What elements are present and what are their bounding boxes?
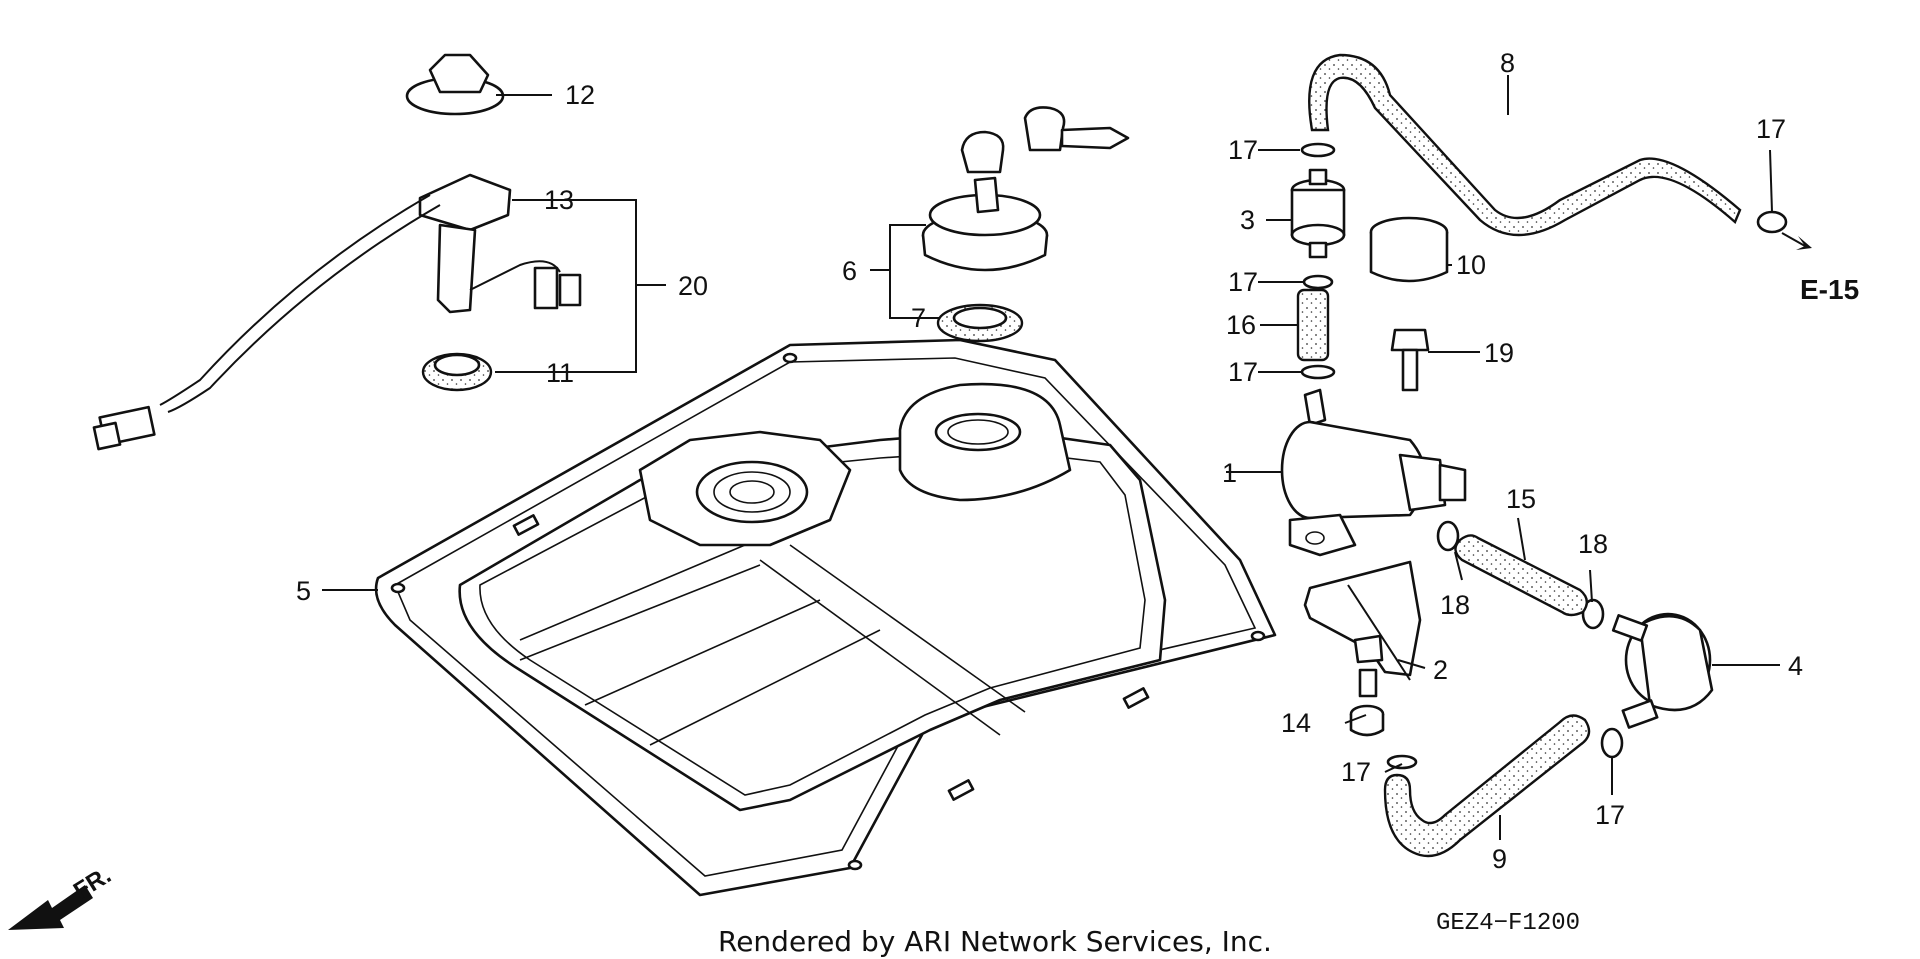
reference-label: E-15: [1800, 274, 1859, 305]
callout-19: 19: [1484, 338, 1514, 368]
callout-17: 17: [1228, 267, 1258, 297]
hose-9: [1383, 714, 1591, 858]
filter-4: [1611, 612, 1714, 729]
callout-17: 17: [1341, 757, 1371, 787]
short-hose-16: [1296, 288, 1330, 362]
bracket-2: [1303, 560, 1422, 698]
callout-14: 14: [1281, 708, 1311, 738]
callout-16: 16: [1226, 310, 1256, 340]
lock-ring: [405, 53, 505, 116]
callout-13: 13: [544, 185, 574, 215]
callout-12: 12: [565, 80, 595, 110]
callout-5: 5: [296, 576, 311, 606]
collar-10: [1369, 216, 1449, 283]
fuel-cap-and-key: [921, 106, 1130, 343]
callout-17: 17: [1228, 357, 1258, 387]
callout-17: 17: [1595, 800, 1625, 830]
front-direction-indicator: FR.: [8, 862, 116, 930]
callout-20: 20: [678, 271, 708, 301]
arrow-head-icon: [1796, 236, 1812, 250]
callout-10: 10: [1456, 250, 1486, 280]
callout-18: 18: [1578, 529, 1608, 559]
callout-18: 18: [1440, 590, 1470, 620]
callout-15: 15: [1506, 484, 1536, 514]
hose-clips: [1300, 142, 1788, 770]
callout-11: 11: [546, 358, 574, 388]
front-arrow-icon: [8, 885, 93, 930]
bolt-19: [1390, 328, 1430, 392]
breather-hose: [1308, 53, 1742, 237]
diagram-code: GEZ4−F1200: [1436, 910, 1580, 937]
callout-3: 3: [1240, 205, 1255, 235]
callout-2: 2: [1433, 655, 1448, 685]
pump-seal: [421, 352, 493, 392]
hose-15: [1454, 534, 1588, 617]
callout-8: 8: [1500, 48, 1515, 78]
callout-17: 17: [1756, 114, 1786, 144]
callout-17: 17: [1228, 135, 1258, 165]
callout-7: 7: [911, 303, 926, 333]
fuel-pump-1: [1280, 388, 1467, 557]
fuel-pump-assembly: [92, 173, 582, 451]
fuel-tank: [374, 338, 1277, 897]
fuel-filter: [1290, 168, 1346, 259]
credit-line: Rendered by ARI Network Services, Inc.: [718, 925, 1272, 958]
callout-9: 9: [1492, 844, 1507, 874]
callout-1: 1: [1222, 458, 1237, 488]
callout-labels: 1 2 3 4 5 6 7 8 9 10 11 12 13 14 15 16 1…: [296, 48, 1803, 874]
callout-6: 6: [842, 256, 857, 286]
leader-lines: [322, 75, 1806, 840]
nut-14: [1349, 704, 1385, 737]
callout-4: 4: [1788, 651, 1803, 681]
